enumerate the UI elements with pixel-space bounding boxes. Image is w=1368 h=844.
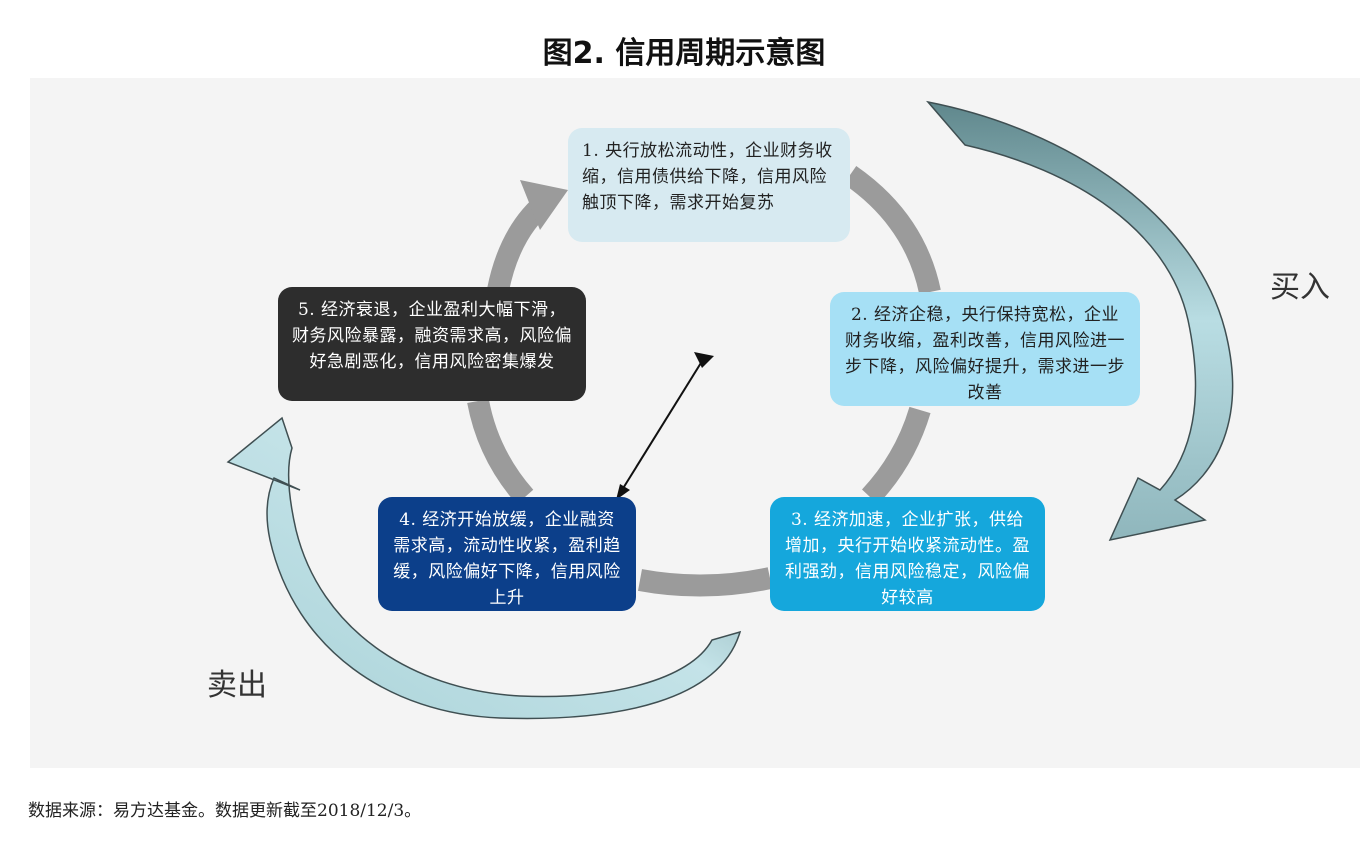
ring-arrowhead-icon	[520, 180, 568, 230]
sell-label: 卖出	[207, 668, 267, 703]
stage-5-box: 5. 经济衰退，企业盈利大幅下滑，财务风险暴露，融资需求高，风险偏好急剧恶化，信…	[278, 287, 586, 401]
center-pointer-arrow	[616, 352, 714, 500]
stage-1-box: 1. 央行放松流动性，企业财务收缩，信用债供给下降，信用风险触顶下降，需求开始复…	[568, 128, 850, 242]
ring-segment-2-to-3	[861, 406, 931, 505]
ring-segment-4-to-5	[467, 398, 534, 505]
stage-2-box: 2. 经济企稳，央行保持宽松，企业财务收缩，盈利改善，信用风险进一步下降，风险偏…	[830, 292, 1140, 406]
buy-label: 买入	[1270, 270, 1330, 305]
buy-arrow-icon	[926, 100, 1234, 542]
source-note: 数据来源：易方达基金。数据更新截至2018/12/3。	[28, 801, 422, 821]
ring-segment-1-to-2	[843, 165, 941, 295]
figure-title: 图2. 信用周期示意图	[542, 36, 826, 71]
sell-arrow-icon	[226, 416, 742, 720]
ring-segment-3-to-4	[638, 567, 773, 597]
stage-4-box: 4. 经济开始放缓，企业融资需求高，流动性收紧，盈利趋缓，风险偏好下降，信用风险…	[378, 497, 636, 611]
inner-cycle-ring	[467, 165, 941, 597]
stage-3-box: 3. 经济加速，企业扩张，供给增加，央行开始收紧流动性。盈利强劲，信用风险稳定，…	[770, 497, 1045, 611]
